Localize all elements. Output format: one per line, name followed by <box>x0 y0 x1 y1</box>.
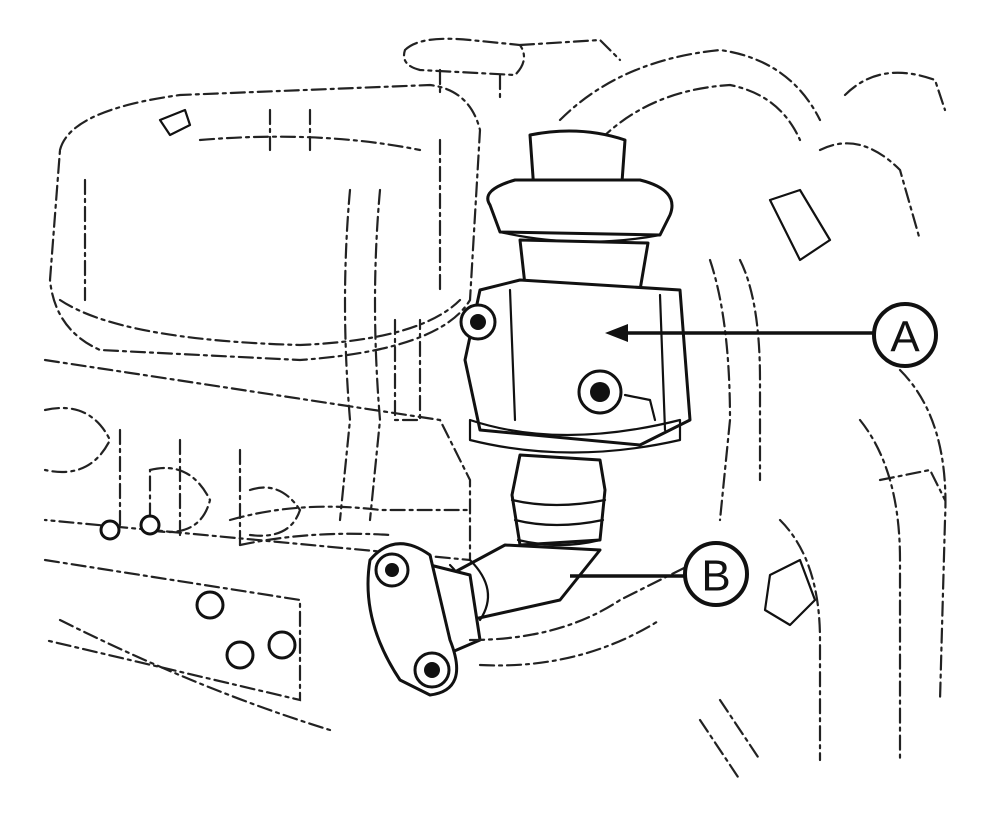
callout-a: A <box>605 302 938 368</box>
egr-valve <box>459 129 692 454</box>
hoses <box>558 48 947 522</box>
callout-b: B <box>570 541 749 607</box>
lower-pipe <box>228 505 702 667</box>
lower-bolts <box>99 514 297 670</box>
egr-pipe <box>366 453 607 697</box>
callout-a-label: A <box>890 313 920 362</box>
right-frame <box>698 368 947 782</box>
valve-cover <box>48 83 482 362</box>
cylinder-head <box>43 358 472 732</box>
vertical-tube <box>338 188 422 522</box>
callout-b-label: B <box>701 552 730 601</box>
top-filler <box>402 37 622 102</box>
